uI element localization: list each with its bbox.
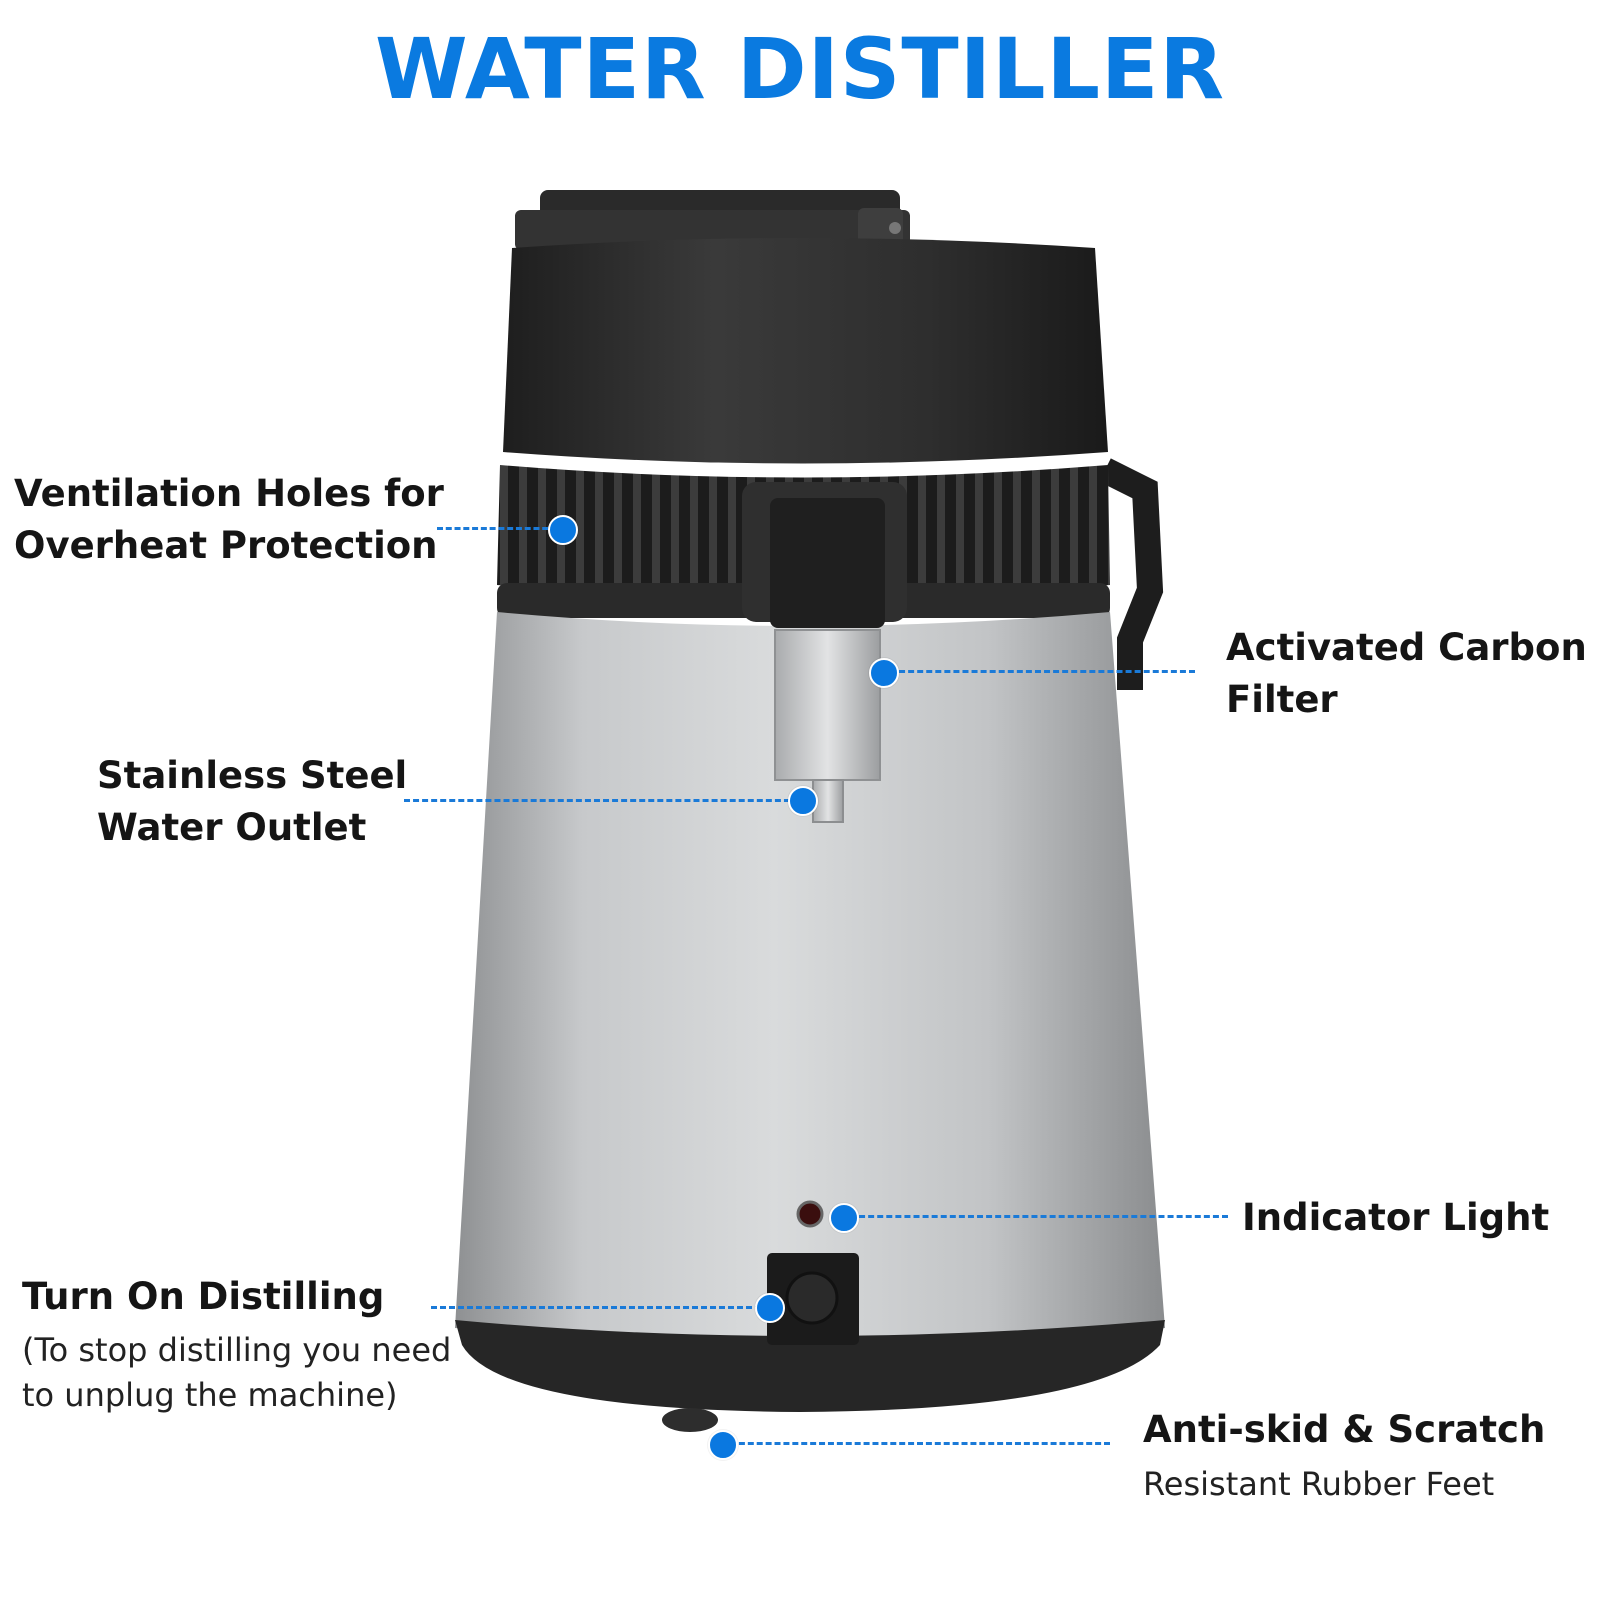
indicator-label-line1: Indicator Light (1242, 1196, 1550, 1239)
spout-tube (774, 629, 881, 781)
water-outlet-leader-line (404, 799, 799, 802)
power-switch (785, 1271, 839, 1325)
feet-label-sub: Resistant Rubber Feet (1143, 1462, 1494, 1507)
feet-leader-line (730, 1442, 1110, 1445)
ventilation-label-line1: Ventilation Holes for (14, 472, 444, 515)
stainless-body (455, 612, 1165, 1344)
carbon-filter-label-line2: Filter (1226, 678, 1338, 721)
turn-on-label-line1: Turn On Distilling (22, 1275, 385, 1318)
indicator-label: Indicator Light (1242, 1192, 1549, 1244)
turn-on-label: Turn On Distilling (22, 1271, 384, 1323)
feet-label-line1: Anti-skid & Scratch (1143, 1408, 1546, 1451)
feet-label: Anti-skid & Scratch (1143, 1404, 1545, 1456)
feet-label-line2: Resistant Rubber Feet (1143, 1465, 1495, 1503)
turn-on-note-line1: (To stop distilling you need (22, 1331, 452, 1369)
water-outlet-label-line2: Water Outlet (97, 806, 367, 849)
base (455, 1320, 1165, 1412)
power-cord (1099, 458, 1164, 690)
indicator-marker-dot (829, 1203, 859, 1233)
carbon-filter-label-line1: Activated Carbon (1226, 626, 1587, 669)
ventilation-marker-dot (548, 515, 578, 545)
feet-marker-dot (708, 1430, 738, 1460)
page-title: WATER DISTILLER (374, 20, 1226, 118)
turn-on-note: (To stop distilling you need to unplug t… (22, 1328, 451, 1418)
turn-on-leader-line (431, 1306, 761, 1309)
ventilation-label-line2: Overheat Protection (14, 524, 438, 567)
water-outlet-label-line1: Stainless Steel (97, 754, 408, 797)
carbon-filter-label: Activated Carbon Filter (1226, 622, 1587, 726)
water-outlet-marker-dot (788, 786, 818, 816)
outlet-nozzle (812, 779, 844, 823)
ventilation-label: Ventilation Holes for Overheat Protectio… (14, 468, 444, 572)
ventilation-leader-line (437, 527, 557, 530)
lid (503, 238, 1108, 464)
turn-on-marker-dot (755, 1293, 785, 1323)
indicator-leader-line (850, 1215, 1228, 1218)
water-outlet-label: Stainless Steel Water Outlet (97, 750, 407, 854)
rubber-foot (662, 1408, 718, 1432)
indicator-light (796, 1200, 824, 1228)
carbon-filter-marker-dot (869, 658, 899, 688)
carbon-filter-leader-line (890, 670, 1195, 673)
turn-on-note-line2: to unplug the machine) (22, 1376, 398, 1414)
